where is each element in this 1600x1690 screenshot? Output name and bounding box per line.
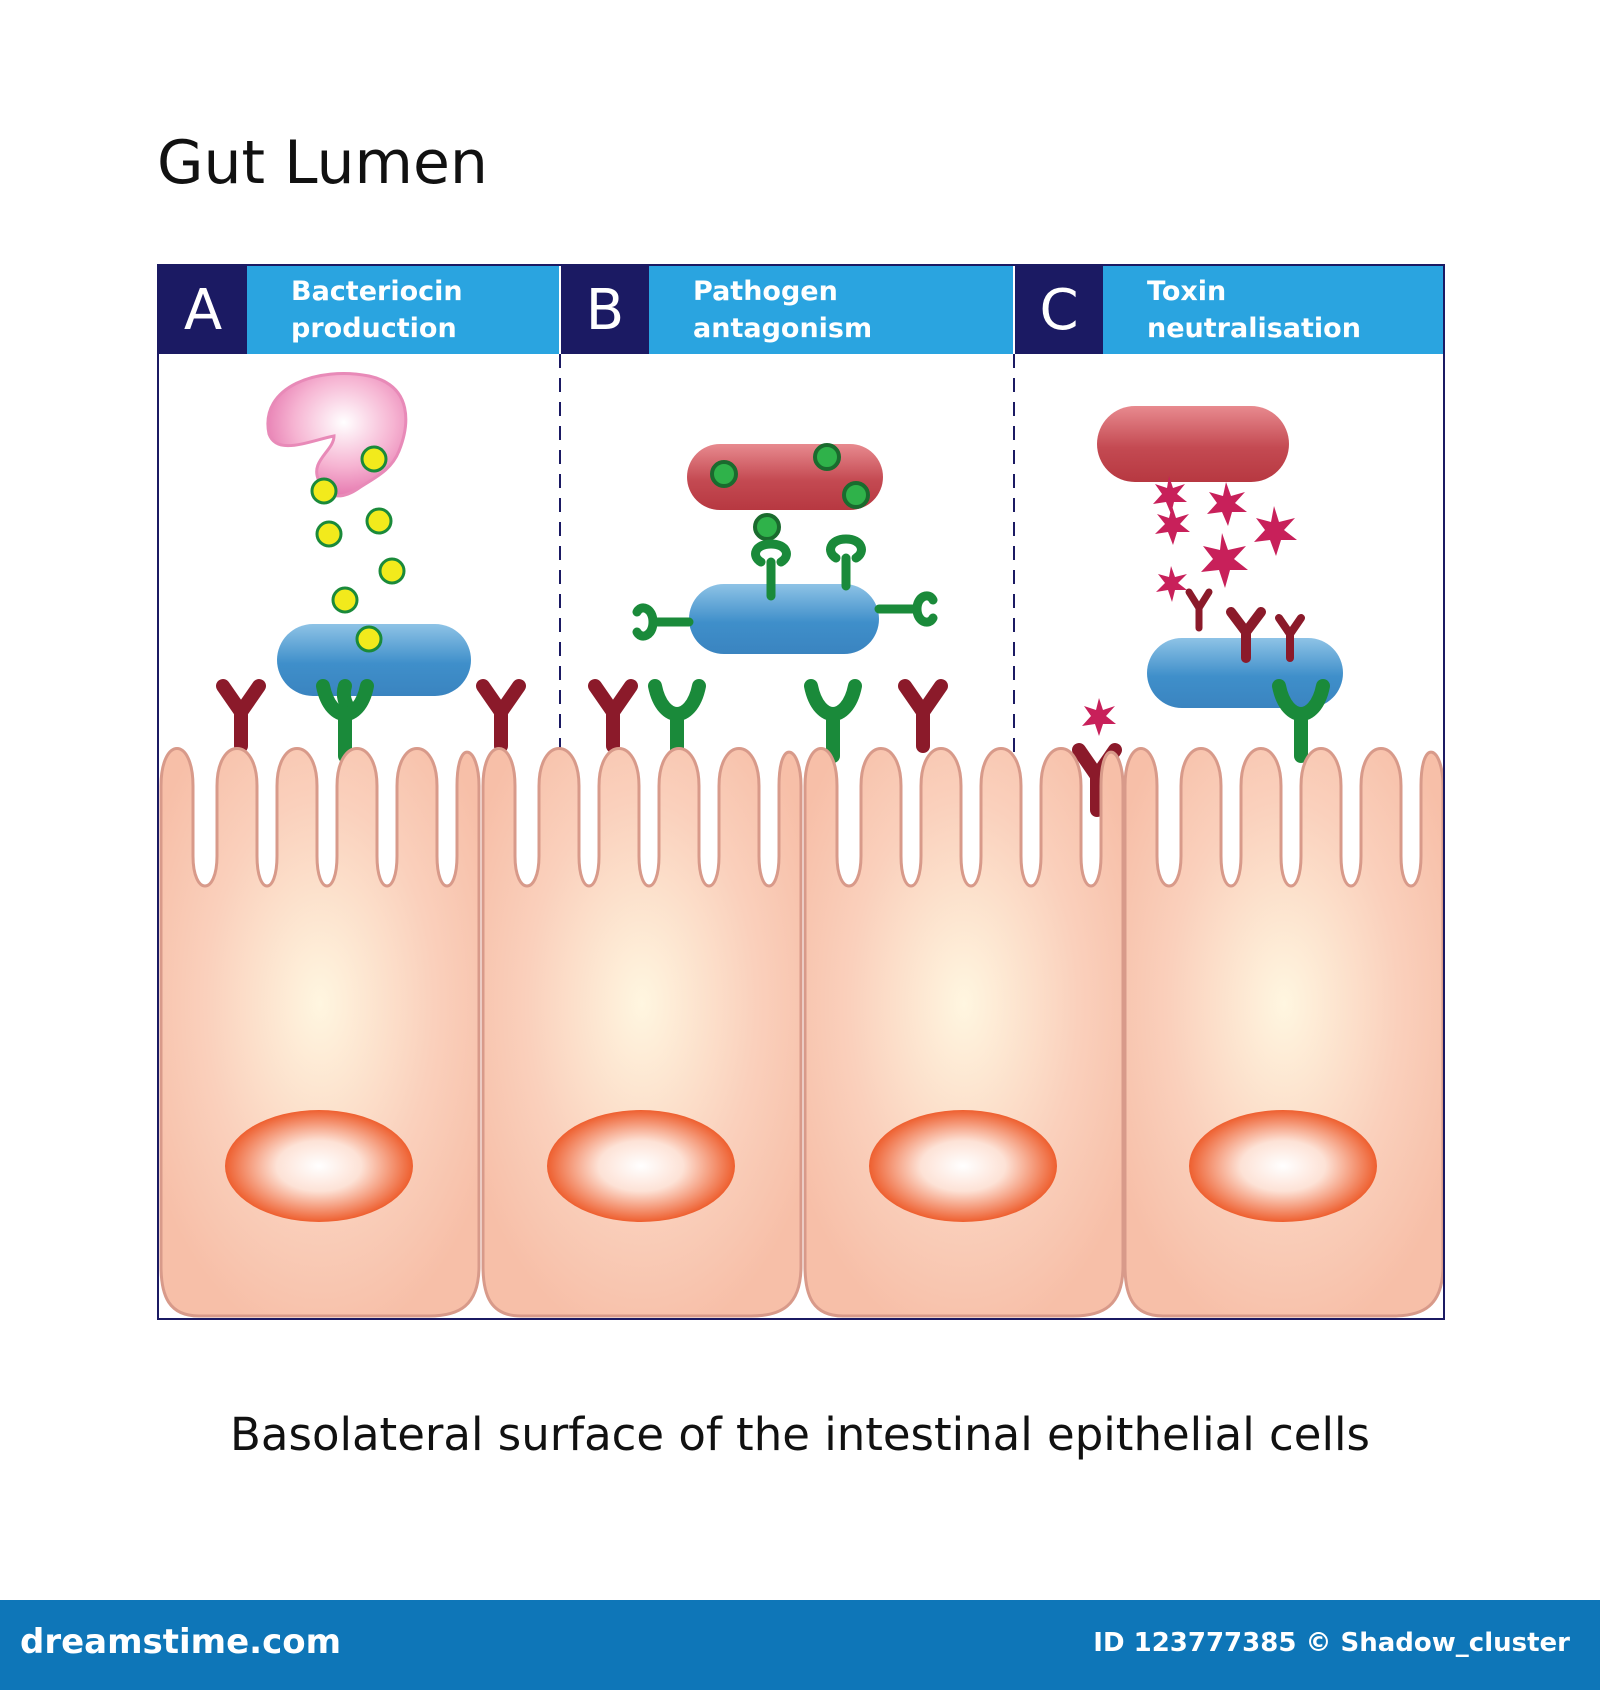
toxin-star: [1254, 506, 1297, 556]
toxin-star: [1207, 482, 1247, 526]
footer-bar: dreamstime.com ID 123777385 © Shadow_clu…: [0, 1600, 1600, 1690]
toxin-particles: [1082, 476, 1297, 736]
diagram-caption: Basolateral surface of the intestinal ep…: [230, 1408, 1370, 1461]
panel-letter: A: [159, 266, 247, 354]
bacteriocin-dot: [315, 520, 343, 548]
diagram-frame: A Bacteriocin production B Pathogen anta…: [157, 264, 1445, 1320]
epithelial-cell-4: [1123, 747, 1443, 1318]
panel-letter: B: [561, 266, 649, 354]
pink-bacterium: [266, 372, 408, 498]
small-antibodies: [1185, 588, 1305, 663]
epithelial-cell-2: [481, 747, 803, 1318]
epithelial-cell-3: [803, 747, 1125, 1318]
panel-label: Pathogen antagonism: [649, 266, 1013, 354]
antibody-receptors: [216, 679, 1122, 817]
image-id: ID 123777385 © Shadow_cluster: [1093, 1628, 1570, 1658]
panel-header-a: A Bacteriocin production: [159, 266, 559, 354]
bacteriocin-dot: [378, 557, 406, 585]
toxin-star: [1201, 533, 1248, 588]
bacteriocin-particles: [310, 445, 406, 653]
blue-bacterium-a: [277, 624, 471, 696]
panel-header-c: C Toxin neutralisation: [1015, 266, 1443, 354]
red-bacterium-c: [1097, 406, 1289, 482]
bacteriocin-dot: [310, 477, 338, 505]
bacteriocin-dot: [355, 625, 383, 653]
bacteriocin-dot: [331, 586, 359, 614]
diagram-title: Gut Lumen: [157, 128, 488, 198]
blue-bacterium-b: [689, 584, 879, 654]
bacteriocin-dot: [365, 507, 393, 535]
toxin-star: [1153, 476, 1187, 514]
brand-logo: dreamstime.com: [20, 1622, 342, 1662]
green-adhesion-beads: [710, 443, 870, 541]
panel-letter: C: [1015, 266, 1103, 354]
bacterial-receptors: [632, 534, 938, 641]
epithelial-cell-1: [159, 747, 481, 1318]
toxin-star: [1155, 506, 1190, 545]
toxin-star: [1082, 698, 1116, 736]
panel-label: Toxin neutralisation: [1103, 266, 1443, 354]
panel-label: Bacteriocin production: [247, 266, 559, 354]
panel-header-b: B Pathogen antagonism: [561, 266, 1013, 354]
epithelium-illustration: [159, 354, 1443, 1318]
green-receptors: [316, 679, 1330, 763]
bacteriocin-dot: [360, 445, 388, 473]
toxin-star: [1156, 566, 1187, 602]
